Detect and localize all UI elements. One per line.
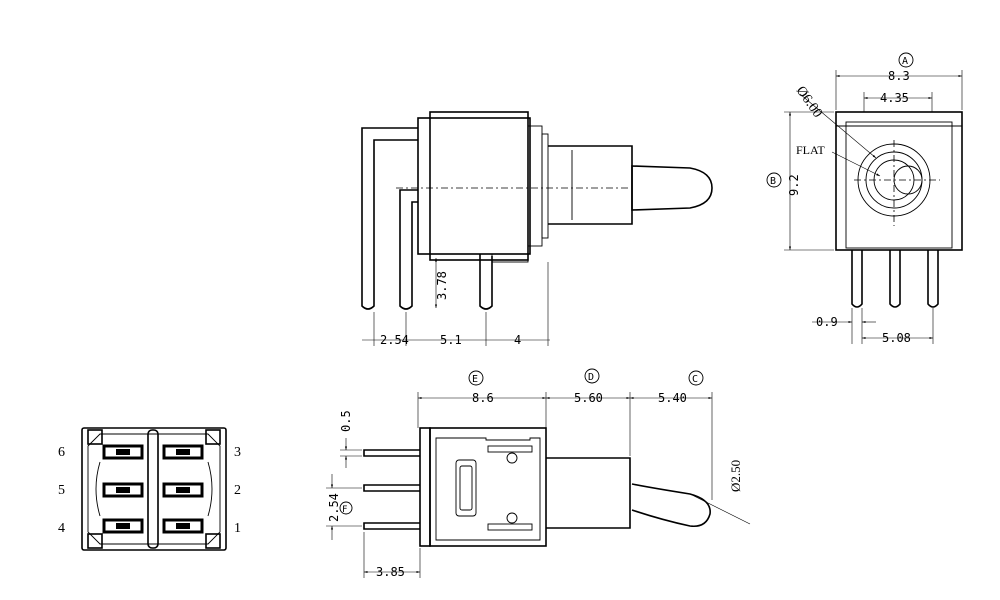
dim-side-span: 5.1 (440, 333, 462, 347)
layout-outline (81, 427, 227, 551)
marker-a-label: A (902, 56, 908, 67)
marker-b-label: B (770, 176, 776, 187)
pin-label-2: 2 (234, 483, 241, 498)
front-pin-2 (889, 250, 901, 308)
bottom-slot-inner (459, 465, 473, 511)
front-pin-3 (927, 250, 939, 308)
marker-c-label: C (692, 374, 698, 385)
marker-d-label: D (588, 372, 594, 383)
bottom-pin-1 (363, 449, 420, 457)
bottom-view: 8.6 5.60 5.40 E D C Ø2.50 0.5 2.54 F 3.8… (326, 368, 751, 579)
dim-bottom-pitch: 2.54 (327, 493, 341, 522)
dim-bushing-dia: Ø6.00 (793, 84, 825, 121)
marker-a (898, 52, 914, 68)
layout-right-arc (207, 461, 213, 517)
dim-tip-dia: Ø2.50 (728, 460, 743, 492)
dim-bushing-length: 5.60 (574, 391, 603, 405)
dim-line-tip (689, 493, 751, 525)
marker-e-label: E (472, 374, 478, 385)
dim-front-height: 9.2 (787, 174, 801, 196)
pin-label-1: 1 (234, 521, 241, 536)
bottom-tab-top (487, 445, 533, 453)
pin-label-6: 6 (58, 445, 65, 460)
dim-lever-length: 5.40 (658, 391, 687, 405)
side-pin-front (479, 254, 493, 310)
pin-label-5: 5 (58, 483, 65, 498)
side-body (417, 117, 531, 255)
bottom-body (429, 427, 547, 547)
side-collar (541, 133, 549, 239)
marker-d (584, 368, 600, 384)
marker-b (766, 172, 782, 188)
marker-e (468, 370, 484, 386)
bottom-tab-bottom (487, 523, 533, 531)
dim-line-bushing (799, 93, 877, 159)
side-pin-middle (399, 189, 418, 310)
terminal-6-pad (116, 449, 130, 455)
dim-side-offset: 4 (514, 333, 521, 347)
front-pin-1 (851, 250, 863, 308)
dim-front-inner: 4.35 (880, 91, 909, 105)
dim-pin-offset: 0.9 (816, 315, 838, 329)
bottom-rivet-bottom (506, 512, 518, 524)
flat-leader (831, 151, 881, 177)
bottom-bushing (546, 457, 631, 529)
layout-corner-tl (87, 429, 103, 445)
dim-front-pin-pitch: 5.08 (882, 331, 911, 345)
terminal-4-pad (116, 523, 130, 529)
layout-corner-br (205, 533, 221, 549)
dim-bottom-pin-offset: 3.85 (376, 565, 405, 579)
pin-label-4: 4 (58, 521, 65, 536)
dim-pin-height: 3.78 (435, 271, 449, 300)
dim-pin-length: 0.5 (339, 410, 353, 432)
pin-label-3: 3 (234, 445, 241, 460)
bottom-lever (631, 483, 711, 528)
side-pin-outer (361, 127, 418, 310)
terminal-5-pad (116, 487, 130, 493)
dim-front-width: 8.3 (888, 69, 910, 83)
layout-corner-bl (87, 533, 103, 549)
layout-divider (147, 429, 159, 549)
side-bushing (548, 145, 633, 225)
bottom-back-plate (419, 427, 431, 547)
layout-corner-tr (205, 429, 221, 445)
side-lever (631, 165, 713, 211)
bottom-pin-3 (363, 522, 420, 530)
dim-side-pitch: 2.54 (380, 333, 409, 347)
bottom-pin-2 (363, 484, 420, 492)
terminal-2-pad (176, 487, 190, 493)
bottom-slot (455, 459, 477, 517)
side-body-outer (429, 111, 529, 261)
dim-body-length: 8.6 (472, 391, 494, 405)
pin-layout: 6 5 4 3 2 1 (58, 427, 241, 551)
terminal-1-pad (176, 523, 190, 529)
front-body-outer (835, 111, 963, 251)
marker-f-label: F (342, 505, 347, 515)
front-body-inner (845, 121, 953, 249)
front-view: 8.3 A 4.35 Ø6.00 FLAT 9.2 B 0.9 5.08 (766, 52, 963, 345)
marker-f (339, 501, 353, 515)
terminal-3-pad (176, 449, 190, 455)
bottom-rivet-top (506, 452, 518, 464)
layout-inner (87, 433, 221, 545)
side-view: 3.78 2.54 5.1 4 (361, 111, 713, 347)
side-bracket (491, 253, 529, 263)
marker-c (688, 370, 704, 386)
flat-label: FLAT (796, 143, 825, 157)
layout-left-arc (95, 461, 101, 517)
bottom-body-inner (435, 437, 541, 541)
